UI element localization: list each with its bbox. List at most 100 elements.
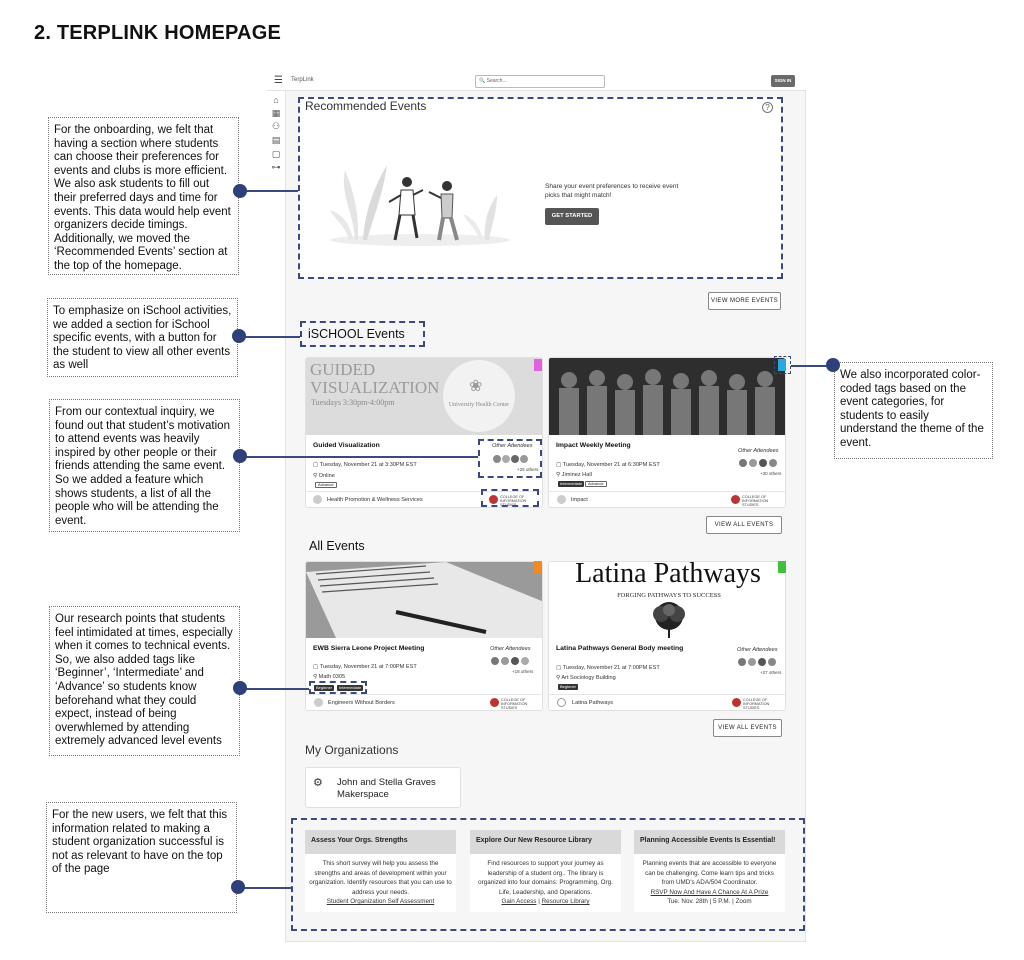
lotus-icon: ❀ <box>469 378 483 395</box>
umd-logo <box>732 698 741 707</box>
highlight-ischool-title <box>300 321 425 347</box>
attendee-avatar[interactable] <box>767 657 777 667</box>
attendee-avatar[interactable] <box>738 458 748 468</box>
attendees-more[interactable]: +18 others <box>512 669 534 674</box>
connector-line <box>238 887 291 889</box>
sign-in-button[interactable]: SIGN IN <box>771 75 795 87</box>
info-card-body: This short survey will help you assess t… <box>309 859 452 907</box>
resource-library-link[interactable]: Resource Library <box>541 898 590 905</box>
attendee-avatar[interactable] <box>757 657 767 667</box>
organization-card[interactable] <box>305 767 461 808</box>
event-title[interactable]: EWB Sierra Leone Project Meeting <box>313 645 425 652</box>
rsvp-link[interactable]: RSVP Now And Have A Chance At A Prize <box>650 888 769 896</box>
org-chart-icon[interactable]: ⊶ <box>271 162 281 172</box>
connector-dot <box>232 329 246 343</box>
event-location-text: Jiminez Hall <box>561 472 592 478</box>
people-illustration <box>330 165 510 246</box>
info-card-body: Planning events that are accessible to e… <box>638 859 781 907</box>
highlight-college <box>481 489 539 507</box>
search-input[interactable]: 🔍 Search... <box>475 75 605 88</box>
connector-dot <box>233 681 247 695</box>
connector-dot <box>233 449 247 463</box>
attendee-avatar[interactable] <box>519 454 529 464</box>
notebook-photo <box>306 562 542 638</box>
highlight-attendees <box>478 439 542 478</box>
connector-line <box>238 336 300 338</box>
attendee-avatar[interactable] <box>490 656 500 666</box>
attendee-avatar[interactable] <box>748 458 758 468</box>
health-center-logo <box>443 360 515 432</box>
attendees-more[interactable]: +27 others <box>760 670 782 675</box>
attendee-avatar[interactable] <box>747 657 757 667</box>
attendee-avatar[interactable] <box>737 657 747 667</box>
organization-name[interactable]: John and Stella Graves Makerspace <box>337 777 436 800</box>
category-color-tag <box>534 359 542 371</box>
info-card-text: Find resources to support your journey a… <box>478 860 613 896</box>
menu-icon[interactable]: ☰ <box>274 75 283 86</box>
highlight-color-tag <box>774 356 791 374</box>
event-details: Tue. Nov. 28th | 5 P.M. | Zoom <box>667 898 752 905</box>
event-org[interactable]: Latina Pathways <box>572 700 614 706</box>
highlight-tags <box>309 681 367 694</box>
connector-line <box>240 688 309 690</box>
view-all-events-button[interactable]: VIEW ALL EVENTS <box>713 719 782 737</box>
connector-dot <box>826 358 840 372</box>
tag-beginner: Beginner <box>558 684 579 690</box>
event-title[interactable]: Latina Pathways General Body meeting <box>556 645 684 652</box>
gain-access-link[interactable]: Gain Access <box>501 898 537 905</box>
info-card-text: This short survey will help you assess t… <box>309 860 452 896</box>
self-assessment-link[interactable]: Student Organization Self Assessment <box>326 898 435 905</box>
event-location-text: Online <box>318 473 335 479</box>
view-more-events-button[interactable]: VIEW MORE EVENTS <box>708 292 781 310</box>
event-org[interactable]: Health Promotion & Wellness Services <box>327 497 423 503</box>
highlight-recommended <box>298 97 783 279</box>
event-location-text: Math 0305 <box>318 674 346 680</box>
attendee-avatar[interactable] <box>520 656 530 666</box>
home-icon[interactable]: ⌂ <box>273 95 279 105</box>
help-icon[interactable]: ? <box>762 102 773 113</box>
calendar-icon[interactable]: ▦ <box>271 108 281 118</box>
annotation-color-tags: We also incorporated color-coded tags ba… <box>834 362 993 459</box>
event-org[interactable]: Engineers Without Borders <box>328 700 395 706</box>
attendee-avatar[interactable] <box>500 656 510 666</box>
event-card[interactable]: Latina Pathways FORGING PATHWAYS TO SUCC… <box>548 561 786 711</box>
attendees-more[interactable]: +25 others <box>517 467 539 472</box>
recommended-prompt: Share your event preferences to receive … <box>545 183 679 199</box>
tag-beginner: Beginner <box>314 685 335 691</box>
get-started-button[interactable]: GET STARTED <box>545 208 599 225</box>
category-color-tag <box>778 561 786 573</box>
card-divider <box>306 694 542 695</box>
brand-name[interactable]: TerpLink <box>291 77 314 83</box>
file-icon[interactable]: ▢ <box>271 149 281 159</box>
event-location: ⚲ Online <box>313 473 335 479</box>
event-card[interactable]: GUIDED VISUALIZATION Tuesdays 3:30pm-4:0… <box>305 357 543 508</box>
search-placeholder: Search... <box>486 78 507 84</box>
link-separator: | <box>538 898 540 905</box>
image-title: Latina Pathways <box>575 561 761 589</box>
event-datetime-text: Tuesday, November 21 at 7:00PM EST <box>562 665 660 671</box>
view-all-events-button[interactable]: VIEW ALL EVENTS <box>706 516 782 534</box>
annotation-new-users: For the new users, we felt that this inf… <box>46 802 237 913</box>
ischool-section-title: iSCHOOL Events <box>308 327 405 341</box>
attendee-avatar[interactable] <box>510 656 520 666</box>
calendar-icon: ▢ <box>556 665 563 671</box>
event-title[interactable]: Guided Visualization <box>313 442 380 449</box>
event-location: ⚲ Math 0305 <box>313 674 345 680</box>
org-logo <box>557 698 566 707</box>
event-org[interactable]: Impact <box>571 497 588 503</box>
event-card[interactable]: Impact Weekly Meeting ▢ Tuesday, Novembe… <box>548 357 786 508</box>
event-datetime-text: Tuesday, November 21 at 3:30PM EST <box>319 462 417 468</box>
event-datetime-text: Tuesday, November 21 at 6:30PM EST <box>562 462 660 468</box>
attendee-avatar[interactable] <box>768 458 778 468</box>
connector-line <box>240 190 298 192</box>
attendees-more[interactable]: +30 others <box>760 471 782 476</box>
org-logo <box>313 495 322 504</box>
document-icon[interactable]: ▤ <box>271 135 281 145</box>
attendee-avatar[interactable] <box>758 458 768 468</box>
event-title[interactable]: Impact Weekly Meeting <box>556 442 631 449</box>
org-logo <box>557 495 566 504</box>
annotation-attendees: From our contextual inquiry, we found ou… <box>49 399 240 532</box>
event-card[interactable]: EWB Sierra Leone Project Meeting ▢ Tuesd… <box>305 561 543 711</box>
connector-line <box>240 456 478 458</box>
people-icon[interactable]: ⚇ <box>271 121 281 131</box>
